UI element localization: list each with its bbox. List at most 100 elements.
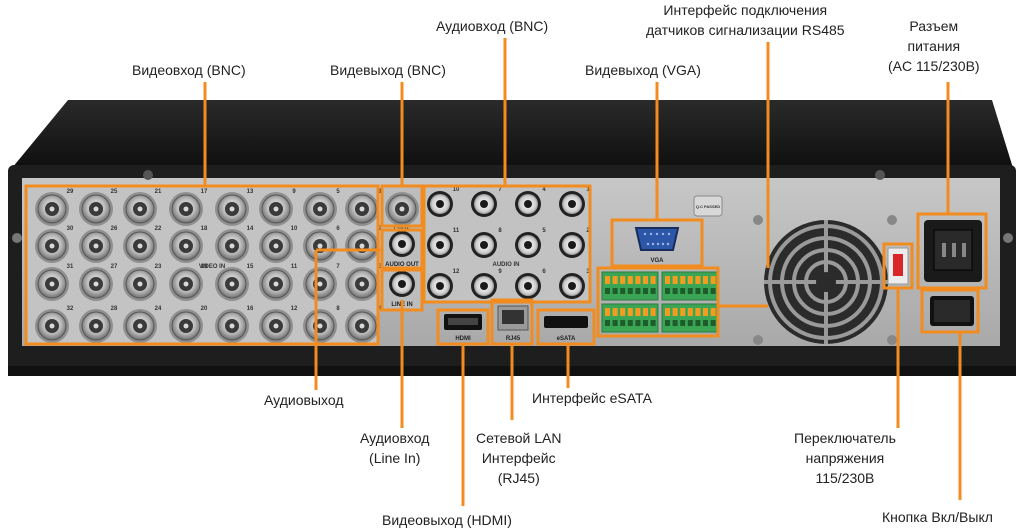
bnc-connector xyxy=(79,309,113,343)
bnc-connector xyxy=(345,309,379,343)
bnc-connector xyxy=(123,192,157,226)
callout-box xyxy=(422,184,592,304)
terminal-screw xyxy=(627,308,633,316)
bnc-connector xyxy=(303,192,337,226)
terminal-hole xyxy=(643,288,648,294)
label-audio-in-bnc: Аудиовход (BNC) xyxy=(436,18,549,34)
terminal-hole xyxy=(687,320,693,326)
label-video-out-bnc: Видевыход (BNC) xyxy=(330,62,446,78)
rs485-terminal-blocks xyxy=(601,271,719,333)
label-power-line1: Разъем xyxy=(909,18,959,34)
fan-screw xyxy=(887,335,897,345)
audio-channel-number: 2 xyxy=(586,228,590,234)
audio-channel-number: 8 xyxy=(498,228,502,234)
audio-in-caption: AUDIO IN xyxy=(493,262,520,268)
rca-connector xyxy=(389,271,415,297)
label-lan-line3: (RJ45) xyxy=(497,470,540,486)
fan-screw xyxy=(887,215,897,225)
bnc-connector xyxy=(123,267,157,301)
terminal-screw xyxy=(665,276,670,284)
terminal-screw xyxy=(627,276,633,284)
channel-number: 23 xyxy=(155,264,162,270)
audio-channel-number: 1 xyxy=(586,187,590,193)
channel-number: 2 xyxy=(378,226,382,232)
bnc-connector xyxy=(303,229,337,263)
bnc-connector xyxy=(259,267,293,301)
callout-box xyxy=(24,184,380,346)
terminal-hole xyxy=(687,288,693,294)
audio-channel-number: 7 xyxy=(498,187,502,193)
label-power-line2: питания xyxy=(907,38,961,54)
label-switch-line1: Переключатель xyxy=(794,430,896,446)
terminal-hole xyxy=(635,288,641,294)
label-switch-line2: напряжения xyxy=(805,450,885,466)
terminal-hole xyxy=(643,320,648,326)
channel-number: 9 xyxy=(292,189,296,195)
channel-number: 31 xyxy=(67,264,74,270)
esata-socket xyxy=(544,316,588,328)
channel-number: 7 xyxy=(336,264,340,270)
terminal-hole xyxy=(710,288,716,294)
channel-number: 13 xyxy=(247,189,254,195)
terminal-hole xyxy=(680,288,686,294)
channel-number: 8 xyxy=(336,306,340,312)
label-power-line3: (AC 115/230В) xyxy=(888,58,980,74)
callout-box xyxy=(916,212,988,290)
rca-connector xyxy=(389,231,415,257)
terminal-screw xyxy=(665,308,670,316)
bnc-connector xyxy=(79,267,113,301)
bnc-connector xyxy=(123,229,157,263)
channel-number: 10 xyxy=(291,226,298,232)
terminal-hole xyxy=(627,320,633,326)
channel-number: 30 xyxy=(67,226,74,232)
terminal-screw xyxy=(672,308,678,316)
bnc-connector xyxy=(169,309,203,343)
rca-connector xyxy=(515,232,541,258)
bnc-connector xyxy=(169,267,203,301)
bnc-connector xyxy=(79,192,113,226)
fan-hub xyxy=(816,272,836,292)
terminal-screw xyxy=(620,308,626,316)
terminal-screw xyxy=(703,308,708,316)
power-pin xyxy=(942,243,946,257)
rca-connector xyxy=(427,232,453,258)
bnc-connector xyxy=(35,192,69,226)
terminal-screw xyxy=(687,308,693,316)
power-pin xyxy=(962,243,966,257)
bnc-connector xyxy=(259,309,293,343)
terminal-hole xyxy=(672,288,678,294)
label-switch-line3: 115/230В xyxy=(815,470,875,486)
channel-number: 6 xyxy=(336,226,340,232)
rca-connector xyxy=(559,232,585,258)
audio-channel-number: 10 xyxy=(453,187,460,193)
bnc-connector xyxy=(259,229,293,263)
terminal-hole xyxy=(627,288,633,294)
fan-grille xyxy=(753,215,897,345)
bnc-connector xyxy=(215,309,249,343)
channel-number: 20 xyxy=(201,306,208,312)
label-power-connector: Разъем питания (AC 115/230В) xyxy=(888,16,980,76)
channel-number: 3 xyxy=(378,264,382,270)
bnc-connector xyxy=(169,192,203,226)
label-audio-in-line2: (Line In) xyxy=(369,450,421,466)
channel-number: 28 xyxy=(111,306,118,312)
label-esata: Интерфейс eSATA xyxy=(532,390,652,406)
channel-number: 1 xyxy=(378,189,382,195)
bnc-connector xyxy=(123,309,157,343)
bnc-connector xyxy=(345,192,379,226)
bnc-connector xyxy=(345,229,379,263)
bnc-connector xyxy=(303,267,337,301)
hdmi-caption: HDMI xyxy=(455,336,471,342)
label-video-out-vga: Видевыход (VGA) xyxy=(585,62,701,78)
callout-box xyxy=(536,308,596,346)
label-rs485-line2: датчиков сигнализации RS485 xyxy=(646,22,845,38)
terminal-hole xyxy=(703,288,708,294)
bnc-connector xyxy=(259,192,293,226)
channel-number: 26 xyxy=(111,226,118,232)
terminal-screw xyxy=(612,308,618,316)
terminal-hole xyxy=(620,320,626,326)
